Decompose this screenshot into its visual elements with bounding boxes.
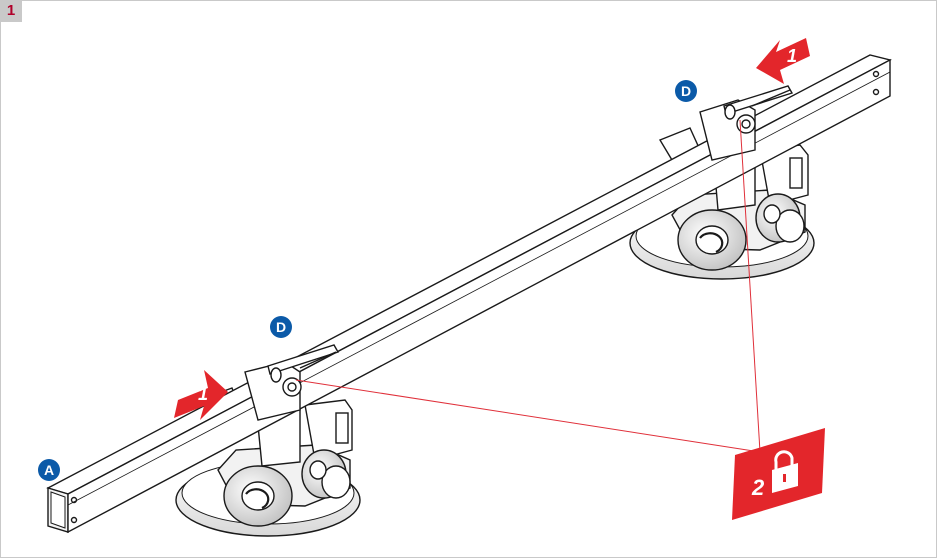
guide-line-left	[295, 379, 761, 453]
push-arrow-right-label: 1	[787, 46, 797, 66]
guide-lines	[295, 119, 761, 453]
guide-line-right	[739, 119, 761, 453]
lock-step-number: 2	[751, 475, 765, 500]
callout-d-right: D	[675, 80, 697, 102]
svg-text:A: A	[44, 462, 54, 478]
push-arrow-right: 1	[756, 38, 810, 84]
push-arrow-left-label: 1	[198, 384, 208, 404]
lock-step-badge: 2	[732, 428, 825, 520]
callout-a: A	[38, 459, 60, 481]
padlock-icon	[772, 450, 798, 493]
push-arrow-left: 1	[174, 370, 228, 420]
slider-bracket-left	[244, 344, 340, 421]
step-number-tag: 1	[0, 0, 22, 22]
svg-text:D: D	[276, 319, 286, 335]
svg-text:D: D	[681, 83, 691, 99]
callout-d-left: D	[270, 316, 292, 338]
